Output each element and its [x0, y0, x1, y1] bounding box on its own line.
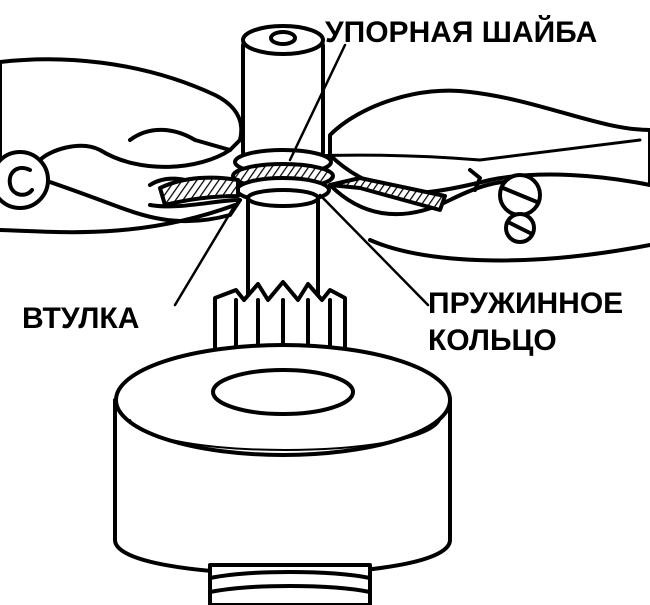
label-bushing: ВТУЛКА — [22, 302, 139, 335]
drive-spring — [208, 563, 372, 605]
leader-thrust-washer — [288, 43, 347, 162]
leader-bushing — [173, 203, 237, 307]
plier-left-handle — [0, 57, 244, 235]
label-spring-ring-line2: КОЛЬЦО — [428, 324, 557, 357]
leader-spring-ring — [318, 193, 430, 307]
plier-right-handle — [328, 88, 650, 263]
label-spring-ring-line1: ПРУЖИННОЕ — [428, 287, 623, 320]
plier-pivot-left — [0, 150, 50, 210]
leader-lines — [173, 43, 430, 307]
armature-shaft — [241, 24, 325, 160]
plier-pivot-screw — [498, 173, 542, 244]
clutch-body — [113, 343, 452, 576]
label-thrust-washer: УПОРНАЯ ШАЙБА — [325, 15, 597, 49]
